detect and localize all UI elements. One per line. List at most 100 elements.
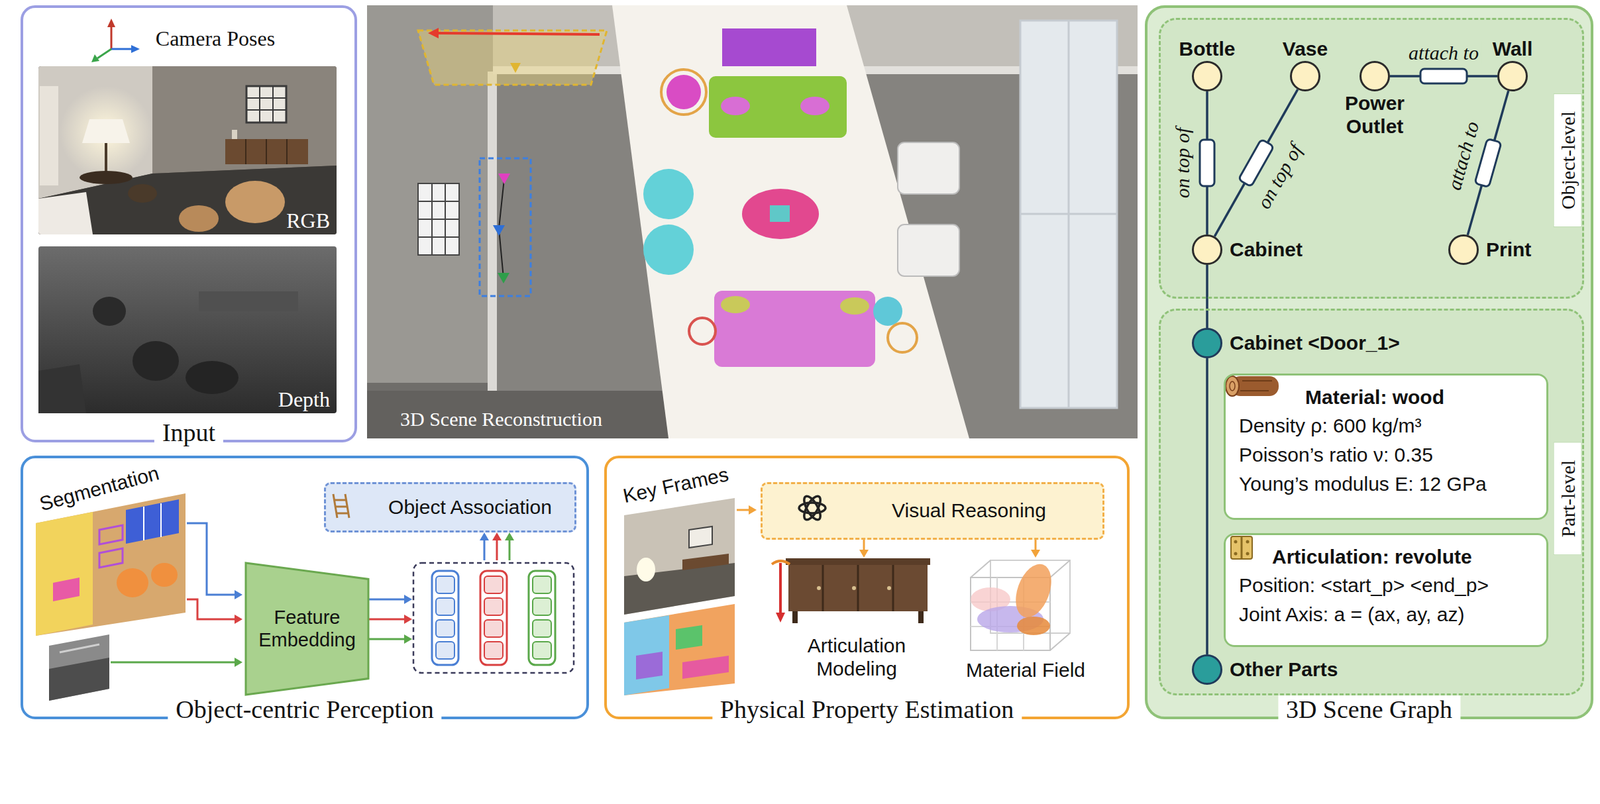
card-text: Young’s modulus E: 12 GPa — [1238, 469, 1535, 499]
reconstruction-render — [418, 183, 460, 256]
box-label: Feature Embedding — [249, 606, 366, 652]
reconstruction-render — [612, 5, 970, 439]
embedding-vectors — [484, 620, 503, 638]
perception-arrows — [508, 539, 511, 561]
node-label: Other Parts — [1229, 658, 1338, 682]
perception-arrows — [234, 657, 243, 668]
perception-arrows — [110, 661, 236, 664]
panel-fill — [1144, 5, 1594, 720]
embedding-vectors — [413, 563, 574, 674]
rgb-render — [38, 165, 337, 235]
segmentation-image — [35, 493, 186, 701]
reconstruction-render — [873, 296, 903, 326]
object-node: Print — [1448, 234, 1479, 266]
rgb-render — [39, 86, 59, 186]
panel-fill — [1158, 17, 1585, 299]
embedding-vectors — [435, 620, 455, 638]
perception-arrows — [368, 598, 406, 601]
reconstruction-render — [689, 318, 716, 345]
box-label: Object Association — [388, 496, 552, 520]
rgb-render — [286, 139, 288, 165]
embedding-vectors — [532, 598, 552, 616]
panel-title: 3D Scene Graph — [1278, 695, 1461, 725]
perception-arrows — [186, 599, 236, 620]
card-text: Material: wood — [1238, 383, 1535, 412]
embedding-vectors — [484, 598, 503, 616]
key-frame-images — [682, 655, 729, 680]
ladder-icon — [333, 499, 346, 502]
cabinet-render — [816, 586, 821, 591]
segmentation-image — [53, 577, 80, 602]
embedding-vectors — [435, 598, 455, 616]
reconstruction-render — [427, 27, 439, 39]
hinge-icon — [1234, 540, 1238, 544]
openai-logo — [799, 494, 826, 523]
part-node: Cabinet <Door_1> — [1191, 327, 1223, 359]
depth-render — [198, 291, 299, 312]
rgb-render — [82, 119, 130, 144]
panel-title: Object-centric Perception — [167, 695, 442, 725]
key-frame-images — [675, 625, 703, 650]
rgb-render — [265, 139, 267, 165]
object-node: Vase — [1289, 60, 1321, 92]
scene-graph-panel: 3D Scene GraphObject-levelBottleVasePowe… — [1144, 5, 1594, 720]
reconstruction-render — [714, 290, 876, 368]
panel-title: Physical Property Estimation — [712, 695, 1022, 725]
physical-arrows — [1030, 549, 1041, 558]
openai-logo — [800, 494, 824, 523]
reconstruction-render — [487, 71, 497, 439]
perception-arrows — [492, 532, 502, 541]
ladder-icon — [335, 512, 348, 515]
relation-line — [1205, 358, 1209, 655]
panel-fill — [604, 455, 1130, 720]
annotation: Articulation Modeling — [777, 634, 937, 681]
cabinet-render — [852, 586, 856, 591]
object-node: Cabinet — [1191, 234, 1223, 266]
depth-render — [38, 364, 87, 414]
rgb-render — [246, 109, 287, 111]
node-label: Cabinet — [1229, 238, 1303, 262]
perception-arrows — [368, 618, 406, 621]
association-box: Object Association — [323, 482, 577, 533]
perception-arrows — [404, 594, 413, 605]
hinge-icon — [1230, 536, 1253, 560]
wood-icon — [1225, 376, 1279, 397]
image-label: Depth — [278, 387, 330, 413]
key-frame-images — [636, 557, 656, 582]
wood-icon — [1242, 380, 1273, 382]
node-label: Vase — [1282, 37, 1328, 61]
perception-arrows — [234, 590, 243, 600]
panel-fill — [760, 482, 1105, 540]
cabinet-render — [887, 586, 892, 591]
embedding-vectors — [435, 576, 455, 594]
panel-fill — [1158, 308, 1585, 696]
level-tab: Object-level — [1553, 93, 1583, 228]
axes-icon — [91, 54, 100, 63]
wood-icon — [1240, 390, 1269, 392]
panel-fill — [20, 5, 358, 443]
depth-image: Depth — [41, 249, 340, 417]
segmentation-image — [116, 568, 149, 598]
panel-fill — [323, 482, 577, 533]
axes-icon — [91, 18, 140, 63]
rgb-render — [38, 66, 337, 235]
depth-render — [38, 246, 337, 414]
object-level-region: Object-levelBottleVasePower OutletWallCa… — [1158, 17, 1585, 299]
reconstruction-render — [1020, 20, 1118, 409]
reconstruction-render — [643, 224, 694, 275]
reconstruction-render — [887, 323, 917, 353]
panel-title: Input — [154, 418, 224, 448]
reconstruction-render — [661, 69, 707, 115]
card-text: Articulation: revolute — [1238, 543, 1535, 572]
depth-render — [92, 296, 126, 326]
rgb-render — [178, 205, 219, 232]
segmentation-image — [35, 493, 186, 637]
card-text: Position: <start_p> <end_p> — [1238, 571, 1535, 601]
relation-label: on top of — [1171, 125, 1194, 202]
embedding-vectors — [413, 563, 574, 674]
openai-logo — [800, 494, 824, 523]
cabinet-render — [785, 558, 931, 566]
image-label: RGB — [286, 208, 330, 234]
cabinet-render — [822, 565, 825, 612]
